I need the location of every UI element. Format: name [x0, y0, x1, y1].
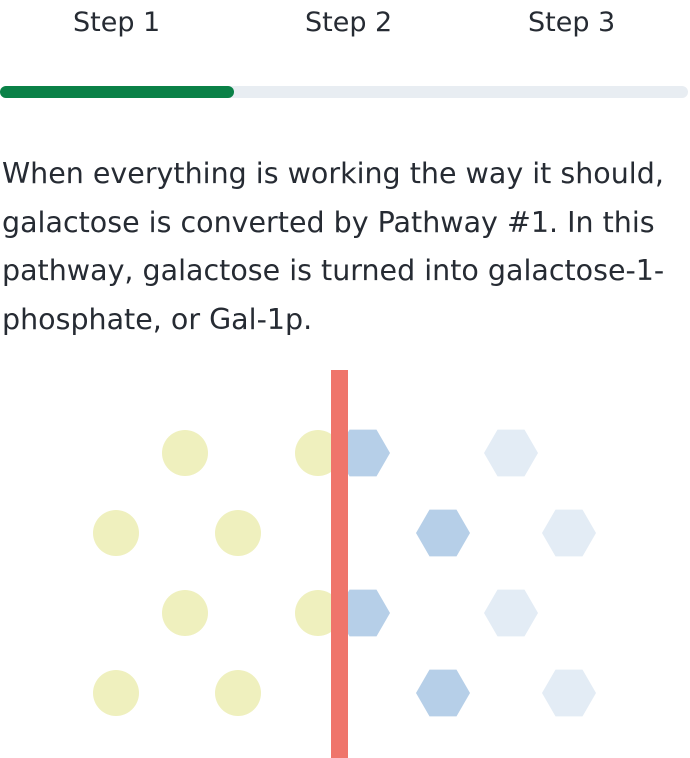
galactose-molecule — [162, 590, 208, 636]
pathway-illustration — [93, 370, 596, 758]
gal-1p-molecule-faded — [542, 669, 596, 717]
step-1-tab[interactable]: Step 1 — [73, 7, 161, 38]
gal-1p-molecule — [416, 509, 470, 557]
galactose-molecule — [295, 430, 341, 476]
step-2-tab[interactable]: Step 2 — [305, 7, 393, 38]
step-description: When everything is working the way it sh… — [2, 157, 665, 336]
galactose-molecule — [295, 590, 341, 636]
galactose-molecule — [93, 510, 139, 556]
step-navigation: Step 1 Step 2 Step 3 — [0, 0, 690, 50]
galactose-molecule — [93, 670, 139, 716]
gal-1p-molecule — [336, 589, 390, 637]
gal-1p-molecule — [416, 669, 470, 717]
galactose-molecule — [215, 510, 261, 556]
galactose-molecule — [162, 430, 208, 476]
progress-bar — [0, 86, 688, 98]
gal-1p-molecule-faded — [484, 589, 538, 637]
gal-1p-molecule-faded — [484, 429, 538, 477]
conversion-barrier — [331, 370, 348, 758]
gal-1p-molecule — [336, 429, 390, 477]
step-3-tab[interactable]: Step 3 — [528, 7, 616, 38]
pathway-diagram — [0, 360, 690, 758]
galactose-molecule — [215, 670, 261, 716]
gal-1p-molecule-faded — [542, 509, 596, 557]
progress-bar-fill — [0, 86, 234, 98]
